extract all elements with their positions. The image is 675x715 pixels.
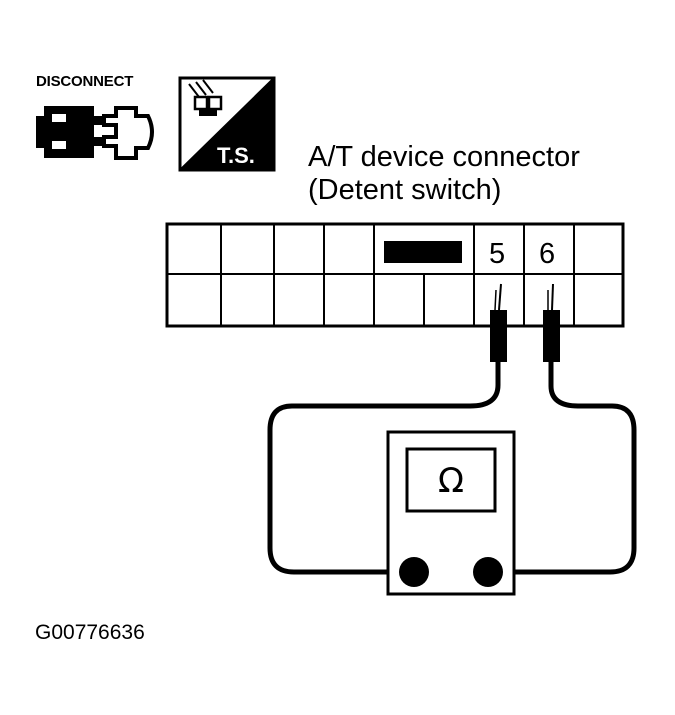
- meter-terminal-right: [473, 557, 503, 587]
- pin-6-label: 6: [539, 238, 555, 270]
- meter-terminal-left: [399, 557, 429, 587]
- ohmmeter-icon: Ω: [386, 430, 516, 596]
- connector-subtitle: (Detent switch): [308, 174, 502, 206]
- probe-right: [543, 283, 560, 362]
- tester-probe-icon: [188, 79, 223, 116]
- figure-code: G00776636: [35, 621, 145, 644]
- meter-symbol: Ω: [438, 461, 464, 501]
- probe-left: [490, 283, 507, 362]
- connector-title: A/T device connector: [308, 141, 580, 173]
- meter-display: [405, 447, 497, 513]
- connector-disconnect-icon: [36, 106, 154, 160]
- test-lead-left: [267, 362, 501, 575]
- connector-body: [165, 222, 625, 328]
- disconnect-label: DISCONNECT: [36, 73, 134, 90]
- pin-5-label: 5: [489, 238, 505, 270]
- test-lead-right: [488, 362, 637, 575]
- connector-latch: [384, 241, 462, 263]
- ts-badge: T.S.: [178, 76, 276, 172]
- ts-label: T.S.: [217, 143, 255, 168]
